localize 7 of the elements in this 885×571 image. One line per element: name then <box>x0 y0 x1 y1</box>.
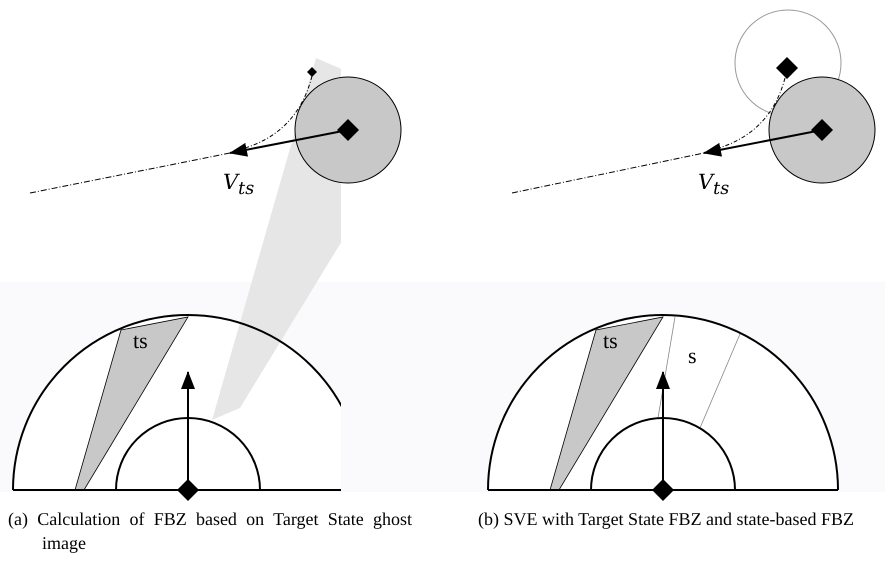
zone-label: ts <box>603 330 618 352</box>
zone-label: ts <box>133 330 148 352</box>
vector-label: V$_{ts}$ <box>698 172 730 199</box>
figure-caption: (b) SVE with Target State FBZ and state-based FBZ <box>478 508 856 531</box>
vector-label: V$_{ts}$ <box>223 172 254 199</box>
zone-label: s <box>688 345 697 367</box>
figure-caption: (a) Calculation of FBZ based on Target State ghost image <box>8 508 412 555</box>
